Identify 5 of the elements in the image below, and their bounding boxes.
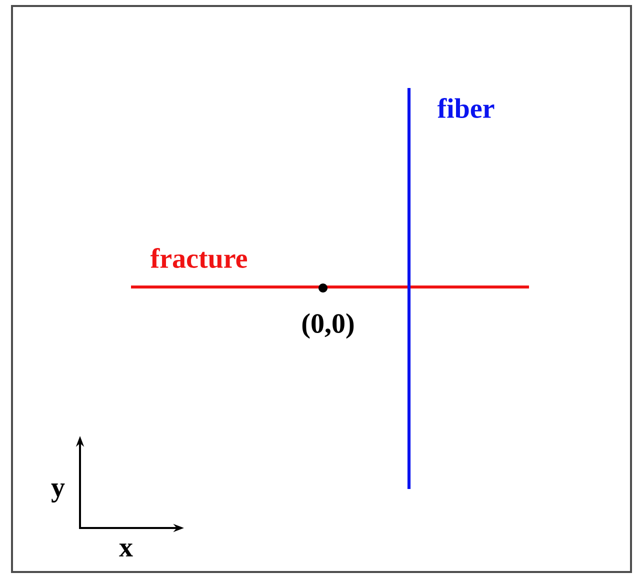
line-label: fiber <box>437 98 494 118</box>
line-label: fracture <box>150 248 247 268</box>
axis-label: y <box>51 484 65 502</box>
origin-label: (0,0) <box>302 313 354 339</box>
axis-label: x <box>119 544 133 556</box>
